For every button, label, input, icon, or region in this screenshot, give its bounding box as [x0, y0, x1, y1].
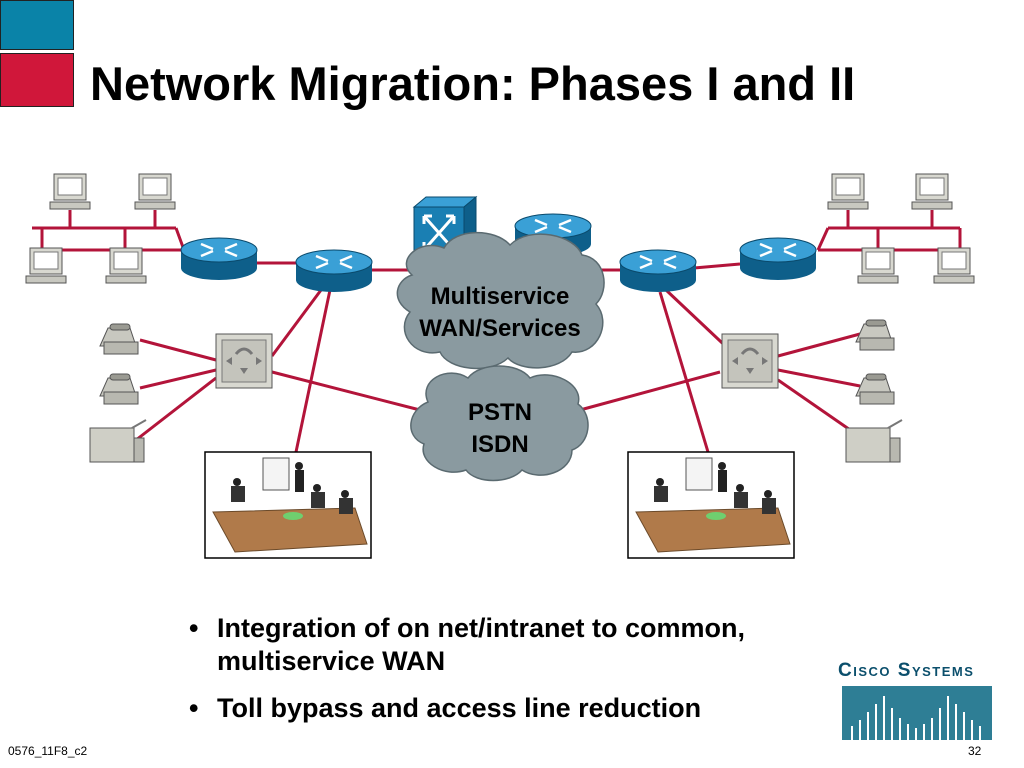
- pstn-cloud-label-line2: ISDN: [471, 431, 528, 458]
- pstn-cloud-label-line1: PSTN: [468, 399, 532, 426]
- network-diagram: Multiservice WAN/Services PSTN ISDN: [25, 173, 975, 559]
- bullet-list: Integration of on net/intranet to common…: [185, 612, 835, 739]
- wan-cloud-label-line1: Multiservice: [431, 283, 570, 310]
- video-conference-room-icon: [204, 451, 372, 559]
- fax-icon: [845, 419, 903, 463]
- blue-accent-square: [0, 0, 74, 50]
- computer-icon: [134, 173, 176, 210]
- computer-icon: [933, 247, 975, 284]
- red-accent-square: [0, 53, 74, 107]
- multiservice-router-icon: [294, 248, 374, 294]
- slide-code: 0576_11F8_c2: [8, 744, 88, 758]
- router-icon: [179, 236, 259, 282]
- video-conference-room-icon: [627, 451, 795, 559]
- multiservice-router-icon: [618, 248, 698, 294]
- computer-icon: [911, 173, 953, 210]
- pbx-icon: [214, 332, 274, 390]
- fax-icon: [89, 419, 147, 463]
- computer-icon: [857, 247, 899, 284]
- computer-icon: [827, 173, 869, 210]
- bullet-item: Toll bypass and access line reduction: [185, 692, 835, 725]
- computer-icon: [49, 173, 91, 210]
- telephone-icon: [855, 373, 895, 405]
- telephone-icon: [855, 319, 895, 351]
- bullet-item: Integration of on net/intranet to common…: [185, 612, 835, 678]
- telephone-icon: [99, 373, 139, 405]
- slide-title: Network Migration: Phases I and II: [90, 57, 856, 110]
- wan-cloud: Multiservice WAN/Services: [396, 231, 605, 370]
- pbx-icon: [720, 332, 780, 390]
- wan-cloud-label-line2: WAN/Services: [419, 315, 580, 342]
- computer-icon: [105, 247, 147, 284]
- page-number: 32: [968, 744, 982, 758]
- router-icon: [738, 236, 818, 282]
- pstn-cloud: PSTN ISDN: [410, 365, 589, 482]
- cisco-logo-bars: [842, 686, 992, 740]
- cisco-logo-text: Cisco Systems: [838, 660, 975, 681]
- telephone-icon: [99, 323, 139, 355]
- computer-icon: [25, 247, 67, 284]
- cisco-logo: Cisco Systems: [838, 660, 998, 744]
